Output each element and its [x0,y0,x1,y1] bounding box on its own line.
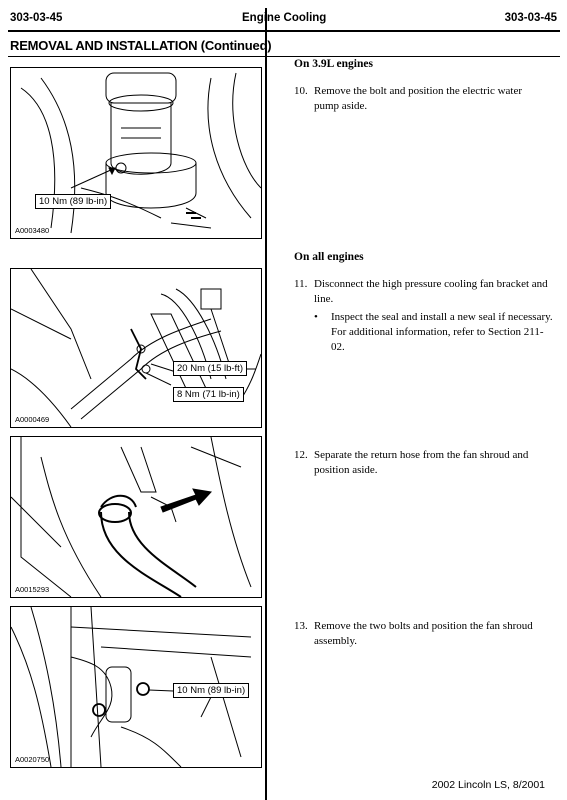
figure-id: A0020750 [15,755,50,764]
fan-shroud-illustration [11,607,252,767]
header-left-code: 303-03-45 [10,12,63,24]
header-right-code: 303-03-45 [504,12,557,24]
figure-fan-shroud: 10 Nm (89 lb-in) A0020750 [10,606,262,768]
figure-water-pump: 10 Nm (89 lb-in) A0003480 [10,67,262,239]
figure-id: A0000469 [15,415,50,424]
step-number: 10. [294,85,308,97]
fan-bracket-illustration [11,269,261,427]
step-13: 13. Remove the two bolts and position th… [294,619,549,649]
torque-callout: 10 Nm (89 lb-in) [173,683,250,698]
torque-callout-upper: 20 Nm (15 lb-ft) [173,361,247,376]
subheading-3-9l-engines: On 3.9L engines [294,58,373,70]
step-text: Disconnect the high pressure cooling fan… [314,278,548,305]
bullet-symbol: • [314,311,318,323]
header-center-title: Engine Cooling [242,12,327,24]
figure-id: A0015293 [15,585,50,594]
step-text: Remove the two bolts and position the fa… [314,620,533,647]
figure-id: A0003480 [15,226,50,235]
step-12: 12. Separate the return hose from the fa… [294,448,549,478]
return-hose-illustration [11,437,252,597]
header-rule [8,30,560,32]
step-number: 12. [294,449,308,461]
step-number: 11. [294,278,308,290]
figure-fan-bracket: 20 Nm (15 lb-ft) 8 Nm (71 lb-in) A000046… [10,268,262,428]
water-pump-illustration [20,72,261,234]
step-number: 13. [294,620,308,632]
torque-callout: 10 Nm (89 lb-in) [35,194,112,209]
subheading-all-engines: On all engines [294,251,364,263]
section-rule [8,56,560,57]
step-10: 10. Remove the bolt and position the ele… [294,84,549,114]
section-title: REMOVAL AND INSTALLATION (Continued) [10,38,272,53]
bullet-inspect-seal: • Inspect the seal and install a new sea… [314,310,554,355]
footer-edition: 2002 Lincoln LS, 8/2001 [431,779,545,791]
step-text: Separate the return hose from the fan sh… [314,449,529,476]
torque-callout-lower: 8 Nm (71 lb-in) [173,387,244,402]
bullet-text: Inspect the seal and install a new seal … [331,311,553,353]
figure-return-hose: A0015293 [10,436,262,598]
column-divider [265,8,267,800]
step-text: Remove the bolt and position the electri… [314,85,523,112]
step-11: 11. Disconnect the high pressure cooling… [294,277,549,307]
